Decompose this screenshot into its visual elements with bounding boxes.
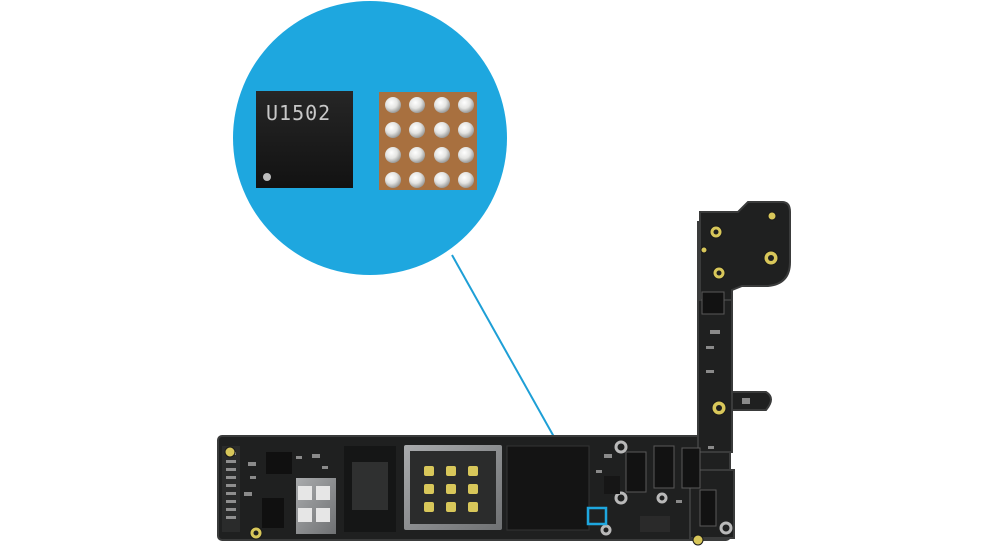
solder-ball — [434, 172, 450, 188]
solder-ball — [409, 147, 425, 163]
solder-ball — [458, 122, 474, 138]
logic-board — [217, 201, 791, 546]
chip-top-view: U1502 — [256, 91, 353, 188]
solder-ball — [385, 172, 401, 188]
chip-a5 — [506, 445, 590, 531]
chip-label: U1502 — [266, 101, 331, 125]
solder-ball — [458, 172, 474, 188]
solder-ball — [434, 147, 450, 163]
solder-ball — [434, 122, 450, 138]
solder-ball — [458, 147, 474, 163]
solder-ball — [409, 172, 425, 188]
pin1-marker-dot — [263, 173, 271, 181]
solder-ball — [385, 97, 401, 113]
solder-ball — [434, 97, 450, 113]
u1502-highlight-box — [586, 506, 608, 526]
board-connectors — [625, 291, 725, 527]
solder-ball — [385, 122, 401, 138]
contact-pads — [424, 466, 478, 512]
solder-ball — [458, 97, 474, 113]
magnifier-circle: U1502 — [233, 1, 507, 275]
solder-ball — [409, 97, 425, 113]
solder-ball — [385, 147, 401, 163]
chip-bga-view — [379, 92, 477, 190]
solder-ball-grid — [385, 97, 474, 188]
solder-ball — [409, 122, 425, 138]
